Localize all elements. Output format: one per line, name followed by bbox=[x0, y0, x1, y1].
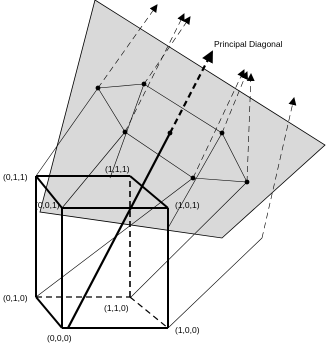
vertex-label-101: (1,0,1) bbox=[175, 200, 200, 210]
cube bbox=[35, 175, 169, 329]
vertex-label-100: (1,0,0) bbox=[175, 325, 200, 335]
vertex-label-111: (1,1,1) bbox=[105, 164, 130, 174]
projection-plane bbox=[39, 0, 326, 239]
projection-rays-dashed bbox=[97, 4, 297, 239]
principal-diagonal-label: Principal Diagonal bbox=[214, 39, 283, 49]
vertex-label-010: (0,1,0) bbox=[3, 293, 28, 303]
vertex-label-000: (0,0,0) bbox=[47, 333, 72, 343]
principal-diagonal-arrow bbox=[169, 50, 213, 134]
vertex-label-110: (1,1,0) bbox=[104, 303, 129, 313]
principal-diagonal-lower bbox=[67, 132, 171, 329]
vertex-label-001: (0,0,1) bbox=[35, 200, 60, 210]
projected-points bbox=[95, 81, 250, 185]
vertex-label-011: (0,1,1) bbox=[3, 172, 28, 182]
